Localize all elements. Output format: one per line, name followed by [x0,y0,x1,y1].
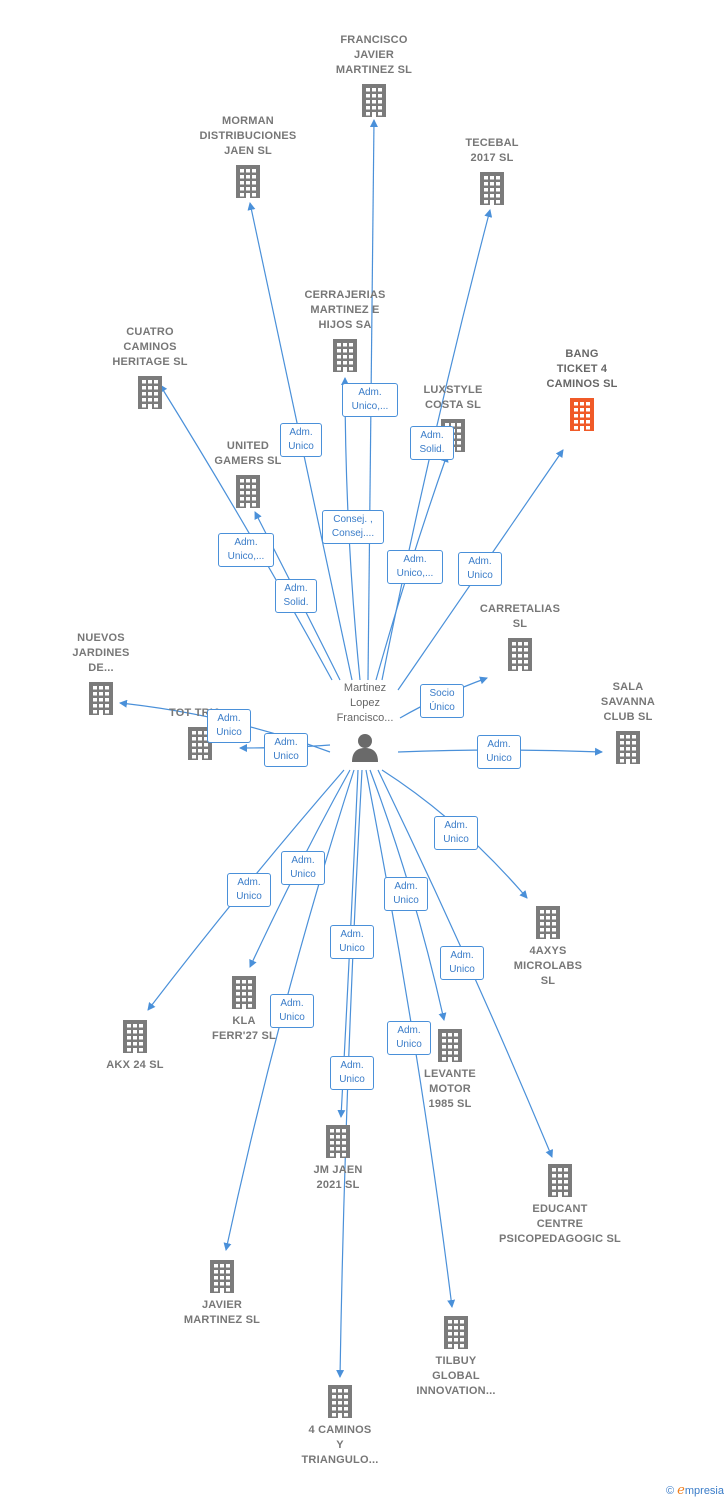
company-label: 4 CAMINOS Y TRIANGULO... [301,1424,379,1466]
relation-label-tot[interactable]: Adm. Unico [264,733,308,767]
relation-label-4caminos[interactable]: Adm. Unico [330,1056,374,1090]
company-label: TILBUY GLOBAL INNOVATION... [416,1355,496,1397]
relation-label-morman[interactable]: Adm. Unico [280,423,322,457]
company-label: CERRAJERIAS MARTINEZ E HIJOS SA [304,289,386,331]
building-icon [438,1029,462,1062]
building-icon [236,165,260,198]
relation-label-cuatro[interactable]: Adm. Unico,... [218,533,274,567]
company-label: CUATRO CAMINOS HERITAGE SL [112,326,188,368]
relation-label-tilbuy[interactable]: Adm. Unico [387,1021,431,1055]
company-label: FRANCISCO JAVIER MARTINEZ SL [335,34,413,76]
person-name: Martinez Lopez Francisco... [336,682,394,724]
building-icon [362,84,386,117]
company-label: KLA FERR'27 SL [212,1015,276,1042]
relation-label-sala[interactable]: Adm. Unico [477,735,521,769]
company-node-jmjaen[interactable]: JM JAEN 2021 SL [268,1123,408,1193]
company-node-cuatro[interactable]: CUATRO CAMINOS HERITAGE SL [80,325,220,410]
company-node-4caminos[interactable]: 4 CAMINOS Y TRIANGULO... [270,1383,410,1468]
building-icon [570,398,594,431]
company-node-tecebal[interactable]: TECEBAL 2017 SL [422,136,562,206]
company-node-carretalias[interactable]: CARRETALIAS SL [450,602,590,672]
relation-label-educant[interactable]: Adm. Unico [440,946,484,980]
brand-logo-text: mpresia [684,1485,724,1497]
company-node-nuevos[interactable]: NUEVOS JARDINES DE... [31,631,171,716]
company-node-levante[interactable]: LEVANTE MOTOR 1985 SL [380,1027,520,1112]
company-node-francisco[interactable]: FRANCISCO JAVIER MARTINEZ SL [304,33,444,118]
building-icon [210,1260,234,1293]
building-icon [89,682,113,715]
brand-logo-e: e [677,1483,685,1498]
relation-label-carretalias[interactable]: Socio Único [420,684,464,718]
relation-label-levante[interactable]: Adm. Unico [384,877,428,911]
person-icon [352,734,378,762]
building-icon [508,638,532,671]
relation-label-luxstyle[interactable]: Adm. Unico,... [387,550,443,584]
company-label: SALA SAVANNA CLUB SL [600,681,656,723]
relation-label-cerrajerias[interactable]: Consej. , Consej.... [322,510,384,544]
company-node-4axys[interactable]: 4AXYS MICROLABS SL [478,904,618,989]
relation-label-4axys[interactable]: Adm. Unico [434,816,478,850]
company-label: 4AXYS MICROLABS SL [513,945,583,987]
relation-label-kla[interactable]: Adm. Unico [281,851,325,885]
copyright-symbol: © [666,1485,675,1497]
building-icon [236,475,260,508]
company-label: CARRETALIAS SL [479,603,561,630]
company-label: EDUCANT CENTRE PSICOPEDAGOGIC SL [499,1203,621,1245]
company-node-tilbuy[interactable]: TILBUY GLOBAL INNOVATION... [386,1314,526,1399]
relation-label-akx[interactable]: Adm. Unico [227,873,271,907]
company-label: NUEVOS JARDINES DE... [72,632,130,674]
company-node-cerrajerias[interactable]: CERRAJERIAS MARTINEZ E HIJOS SA [275,288,415,373]
building-icon [326,1125,350,1158]
company-node-javier[interactable]: JAVIER MARTINEZ SL [152,1258,292,1328]
company-label: UNITED GAMERS SL [214,440,282,467]
relation-label-united[interactable]: Adm. Solid. [275,579,317,613]
relation-label-tecebal[interactable]: Adm. Solid. [410,426,454,460]
person-node[interactable]: Martinez Lopez Francisco... [310,681,420,762]
company-label: LUXSTYLE COSTA SL [423,384,483,411]
building-icon [480,172,504,205]
footer-brand[interactable]: © empresia [666,1483,724,1498]
company-label: JAVIER MARTINEZ SL [183,1299,261,1326]
building-icon [328,1385,352,1418]
company-node-united[interactable]: UNITED GAMERS SL [178,439,318,509]
company-label: BANG TICKET 4 CAMINOS SL [546,348,618,390]
building-icon [444,1316,468,1349]
relation-label-francisco[interactable]: Adm. Unico,... [342,383,398,417]
relation-label-javier[interactable]: Adm. Unico [270,994,314,1028]
building-icon [548,1164,572,1197]
relation-label-jmjaen[interactable]: Adm. Unico [330,925,374,959]
company-label: JM JAEN 2021 SL [313,1164,363,1191]
company-label: MORMAN DISTRIBUCIONES JAEN SL [199,115,297,157]
building-icon [232,976,256,1009]
edge-cuatro [159,384,333,681]
company-node-akx[interactable]: AKX 24 SL [65,1018,205,1073]
building-icon [138,376,162,409]
company-node-morman[interactable]: MORMAN DISTRIBUCIONES JAEN SL [178,114,318,199]
company-node-kla[interactable]: KLA FERR'27 SL [174,974,314,1044]
company-node-sala[interactable]: SALA SAVANNA CLUB SL [558,680,698,765]
building-icon [188,727,212,760]
building-icon [536,906,560,939]
company-node-bang[interactable]: BANG TICKET 4 CAMINOS SL [512,347,652,432]
relation-label-nuevos[interactable]: Adm. Unico [207,709,251,743]
company-label: TECEBAL 2017 SL [465,137,519,164]
company-node-educant[interactable]: EDUCANT CENTRE PSICOPEDAGOGIC SL [490,1162,630,1247]
company-label: LEVANTE MOTOR 1985 SL [424,1068,476,1110]
building-icon [333,339,357,372]
company-label: AKX 24 SL [106,1059,164,1071]
building-icon [616,731,640,764]
relation-label-bang[interactable]: Adm. Unico [458,552,502,586]
building-icon [123,1020,147,1053]
